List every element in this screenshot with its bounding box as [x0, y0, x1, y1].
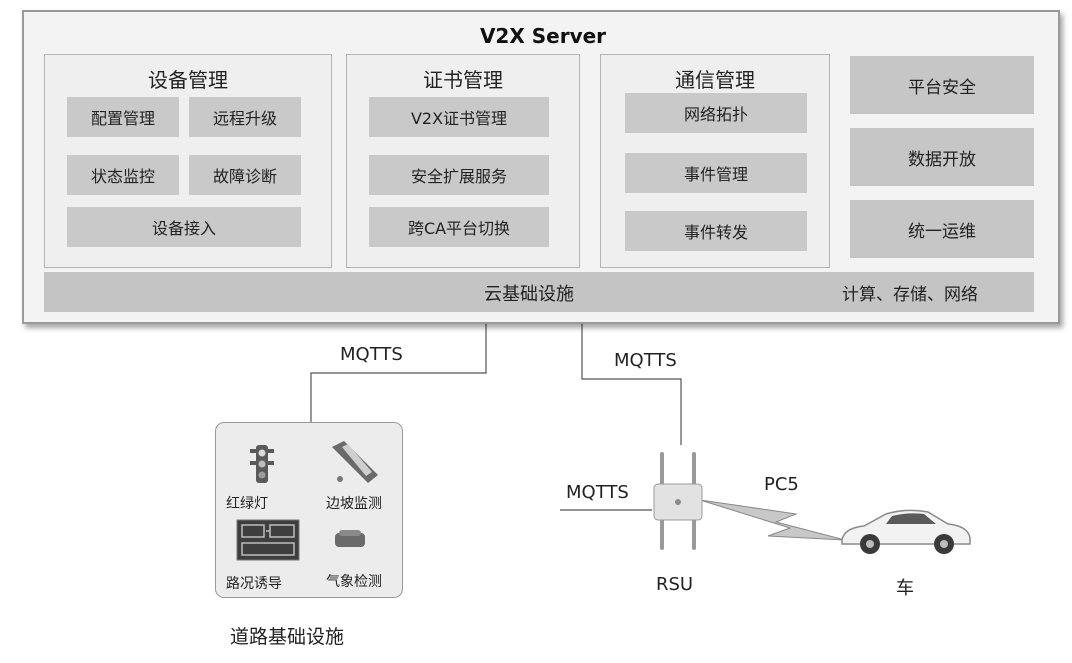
road-infrastructure-box: 红绿灯 边坡监测 路况诱导 气象检测: [215, 422, 403, 598]
status-monitoring: 状态监控: [67, 155, 179, 195]
mqtts-label-external: MQTTS: [566, 482, 629, 503]
cross-ca-switch: 跨CA平台切换: [369, 207, 549, 247]
device-access: 设备接入: [67, 207, 301, 247]
road-guidance-screen-icon: [236, 519, 300, 561]
road-infrastructure-caption: 道路基础设施: [230, 626, 345, 648]
mqtts-label-rsu: MQTTS: [614, 350, 677, 371]
platform-security: 平台安全: [850, 56, 1034, 114]
weather-detector-icon: [335, 530, 365, 547]
cloud-infrastructure-note: 计算、存储、网络: [842, 285, 978, 305]
cloud-infrastructure-bar: 云基础设施 计算、存储、网络: [44, 272, 1034, 312]
mqtts-label-road: MQTTS: [340, 344, 403, 365]
cert-management-title: 证书管理: [423, 68, 503, 92]
car-icon: [841, 509, 971, 554]
slope-monitor-icon: [332, 441, 378, 483]
traffic-light-label: 红绿灯: [226, 496, 268, 512]
cert-management-panel: 证书管理 V2X证书管理 安全扩展服务 跨CA平台切换: [346, 54, 580, 268]
data-openness: 数据开放: [850, 128, 1034, 186]
unified-operations: 统一运维: [850, 200, 1034, 258]
rsu-device-icon: [653, 452, 703, 550]
traffic-light-icon: [250, 445, 274, 483]
event-forwarding: 事件转发: [625, 211, 807, 251]
car-label: 车: [896, 578, 914, 599]
road-guidance-label: 路况诱导: [226, 576, 282, 592]
mqtts-line-road: [310, 324, 487, 422]
fault-diagnosis: 故障诊断: [189, 155, 301, 195]
device-management-title: 设备管理: [148, 68, 228, 92]
event-management: 事件管理: [625, 153, 807, 193]
server-title: V2X Server: [479, 24, 607, 48]
weather-detection-label: 气象检测: [326, 574, 382, 590]
security-extension-service: 安全扩展服务: [369, 155, 549, 195]
network-topology: 网络拓扑: [625, 93, 807, 133]
v2x-cert-management: V2X证书管理: [369, 97, 549, 137]
comm-management-panel: 通信管理 网络拓扑 事件管理 事件转发: [600, 54, 830, 268]
v2x-server: V2X Server 设备管理 配置管理 远程升级 状态监控 故障诊断 设备接入…: [22, 10, 1060, 324]
pc5-lightning: [699, 499, 846, 541]
device-management-panel: 设备管理 配置管理 远程升级 状态监控 故障诊断 设备接入: [44, 54, 332, 268]
pc5-label: PC5: [764, 474, 799, 495]
mqtts-line-rsu: [581, 324, 682, 445]
cloud-infrastructure-label: 云基础设施: [484, 284, 574, 305]
config-management: 配置管理: [67, 97, 179, 137]
remote-upgrade: 远程升级: [189, 97, 301, 137]
rsu-label: RSU: [656, 574, 694, 595]
comm-management-title: 通信管理: [675, 68, 755, 92]
slope-monitor-label: 边坡监测: [326, 496, 382, 512]
